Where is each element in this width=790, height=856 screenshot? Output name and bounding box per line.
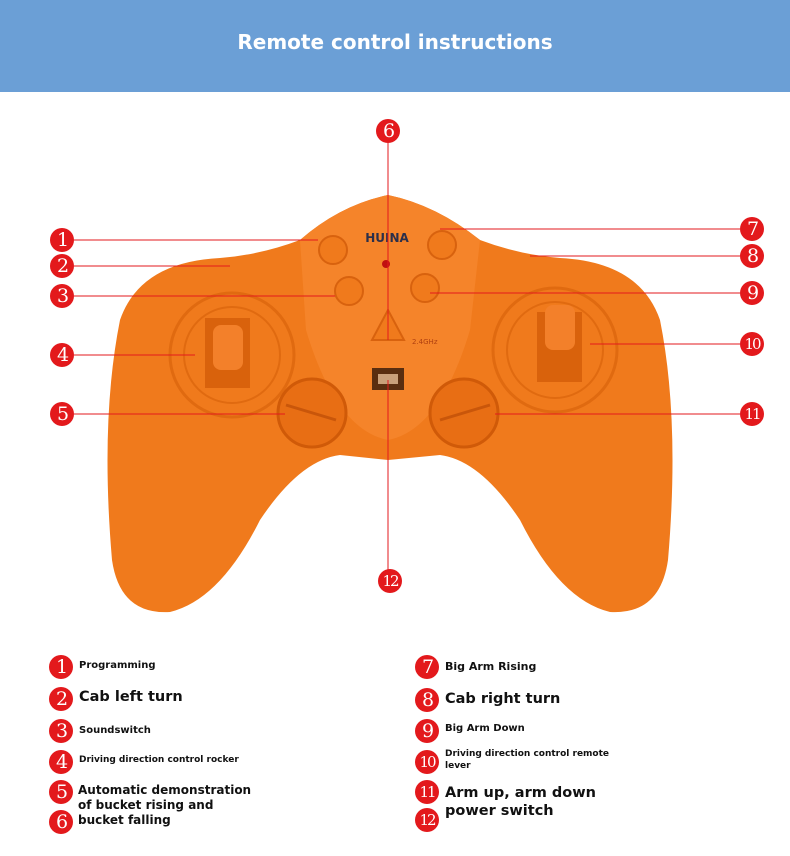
legend-badge-11: 11 xyxy=(415,780,439,804)
legend-label-11: Arm up, arm down xyxy=(445,785,596,801)
right-joystick xyxy=(545,305,575,350)
callout-10: 10 xyxy=(740,332,764,356)
legend-label-1: Programming xyxy=(79,660,156,671)
callout-9: 9 xyxy=(740,281,764,305)
legend-label-5: Automatic demonstration of bucket rising… xyxy=(78,783,252,827)
controller-body: HUINA 2.4GHz xyxy=(107,195,673,613)
legend-label-7: Big Arm Rising xyxy=(445,660,537,673)
legend-badge-5: 5 xyxy=(49,780,73,804)
legend-label-4: Driving direction control rocker xyxy=(79,755,239,765)
callout-12: 12 xyxy=(378,569,402,593)
legend-label-3: Soundswitch xyxy=(79,725,151,736)
callout-4: 4 xyxy=(50,343,74,367)
callout-8: 8 xyxy=(740,244,764,268)
page-title: Remote control instructions xyxy=(237,30,553,54)
legend-label-12: power switch xyxy=(445,803,554,819)
legend-badge-8: 8 xyxy=(415,688,439,712)
callout-1: 1 xyxy=(50,228,74,252)
legend-badge-2: 2 xyxy=(49,687,73,711)
left-joystick xyxy=(213,325,243,370)
legend-badge-7: 7 xyxy=(415,655,439,679)
legend-badge-9: 9 xyxy=(415,719,439,743)
legend-badge-4: 4 xyxy=(49,750,73,774)
legend-badge-3: 3 xyxy=(49,719,73,743)
brand-logo: HUINA xyxy=(365,231,409,245)
frequency-label: 2.4GHz xyxy=(412,338,438,346)
legend-badge-1: 1 xyxy=(49,655,73,679)
legend-badge-6: 6 xyxy=(49,810,73,834)
legend-label-8: Cab right turn xyxy=(445,691,561,707)
legend-label-10: Driving direction control remote lever xyxy=(445,749,610,771)
controller-diagram: HUINA 2.4GHz xyxy=(74,143,740,613)
callout-3: 3 xyxy=(50,284,74,308)
callout-11: 11 xyxy=(740,402,764,426)
callout-2: 2 xyxy=(50,254,74,278)
callout-6: 6 xyxy=(376,119,400,143)
callout-lines xyxy=(74,143,740,570)
legend-badge-10: 10 xyxy=(415,750,439,774)
callout-7: 7 xyxy=(740,217,764,241)
legend-label-2: Cab left turn xyxy=(79,689,183,705)
legend-label-9: Big Arm Down xyxy=(445,723,525,734)
header-banner: Remote control instructions xyxy=(0,0,790,92)
callout-5: 5 xyxy=(50,402,74,426)
legend-badge-12: 12 xyxy=(415,808,439,832)
